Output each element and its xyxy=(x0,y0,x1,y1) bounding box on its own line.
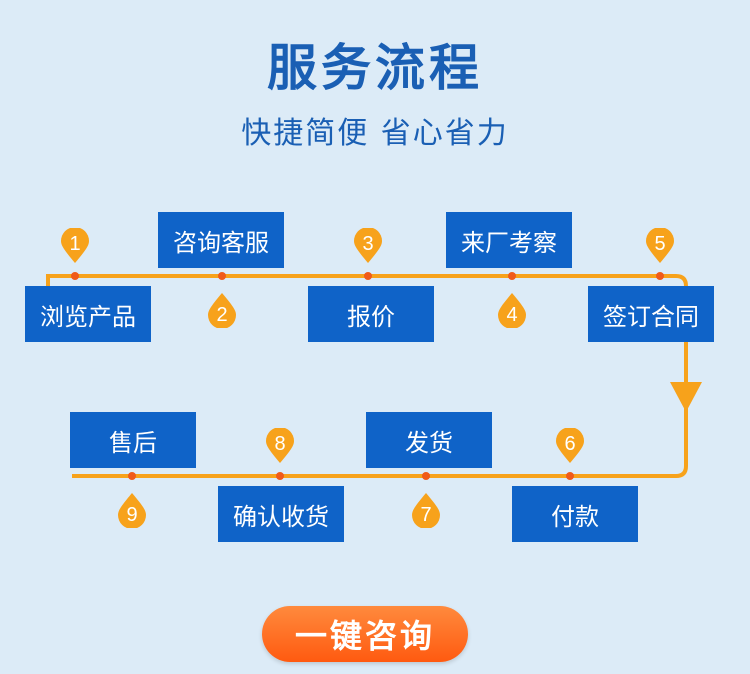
step-number-pin: 9 xyxy=(117,492,147,529)
consult-button[interactable]: 一键咨询 xyxy=(262,606,468,662)
step-box-after-sales: 售后 xyxy=(70,412,196,468)
step-box-inspect: 来厂考察 xyxy=(446,212,572,268)
step-number-pin: 8 xyxy=(265,427,295,464)
step-label: 确认收货 xyxy=(233,502,329,531)
step-number-pin: 7 xyxy=(411,492,441,529)
step-label: 报价 xyxy=(347,302,395,331)
step-number-pin: 2 xyxy=(207,292,237,329)
step-label: 浏览产品 xyxy=(40,302,136,331)
pin-icon xyxy=(118,493,146,529)
pin-icon xyxy=(354,227,382,263)
pin-icon xyxy=(266,427,294,463)
step-number: 4 xyxy=(506,304,518,326)
step-box-contract: 签订合同 xyxy=(588,286,714,342)
step-number-pin: 4 xyxy=(497,292,527,329)
pin-icon xyxy=(646,227,674,263)
step-box-receive: 确认收货 xyxy=(218,486,344,542)
step-number: 7 xyxy=(420,504,432,526)
step-number: 1 xyxy=(69,233,81,255)
pin-icon xyxy=(208,293,236,329)
step-box-browse: 浏览产品 xyxy=(25,286,151,342)
flow-dot xyxy=(566,472,574,480)
step-label: 发货 xyxy=(405,428,453,457)
step-number: 3 xyxy=(362,233,374,255)
step-number: 8 xyxy=(274,433,286,455)
step-label: 付款 xyxy=(551,502,599,531)
step-box-quote: 报价 xyxy=(308,286,434,342)
step-number-pin: 3 xyxy=(353,227,383,264)
step-number-pin: 1 xyxy=(60,227,90,264)
step-number-pin: 5 xyxy=(645,227,675,264)
step-label: 咨询客服 xyxy=(173,228,269,257)
flow-dot xyxy=(218,272,226,280)
step-label: 售后 xyxy=(109,428,157,457)
pin-icon xyxy=(498,293,526,329)
flow-arrow-icon xyxy=(670,382,702,412)
flow-dot xyxy=(128,472,136,480)
step-label: 来厂考察 xyxy=(461,228,557,257)
flow-dot xyxy=(364,272,372,280)
flow-dot xyxy=(656,272,664,280)
step-number: 9 xyxy=(126,504,138,526)
flow-dot xyxy=(276,472,284,480)
flow-dot xyxy=(71,272,79,280)
pin-icon xyxy=(556,427,584,463)
step-label: 签订合同 xyxy=(603,302,699,331)
step-number: 6 xyxy=(564,433,576,455)
step-box-consult: 咨询客服 xyxy=(158,212,284,268)
step-box-ship: 发货 xyxy=(366,412,492,468)
step-box-payment: 付款 xyxy=(512,486,638,542)
step-number-pin: 6 xyxy=(555,427,585,464)
pin-icon xyxy=(61,227,89,263)
flow-dot xyxy=(422,472,430,480)
flow-dot xyxy=(508,272,516,280)
page-subtitle: 快捷简便 省心省力 xyxy=(241,116,509,151)
page-title: 服务流程 xyxy=(267,39,483,97)
step-number: 5 xyxy=(654,233,666,255)
step-number: 2 xyxy=(216,304,228,326)
pin-icon xyxy=(412,493,440,529)
